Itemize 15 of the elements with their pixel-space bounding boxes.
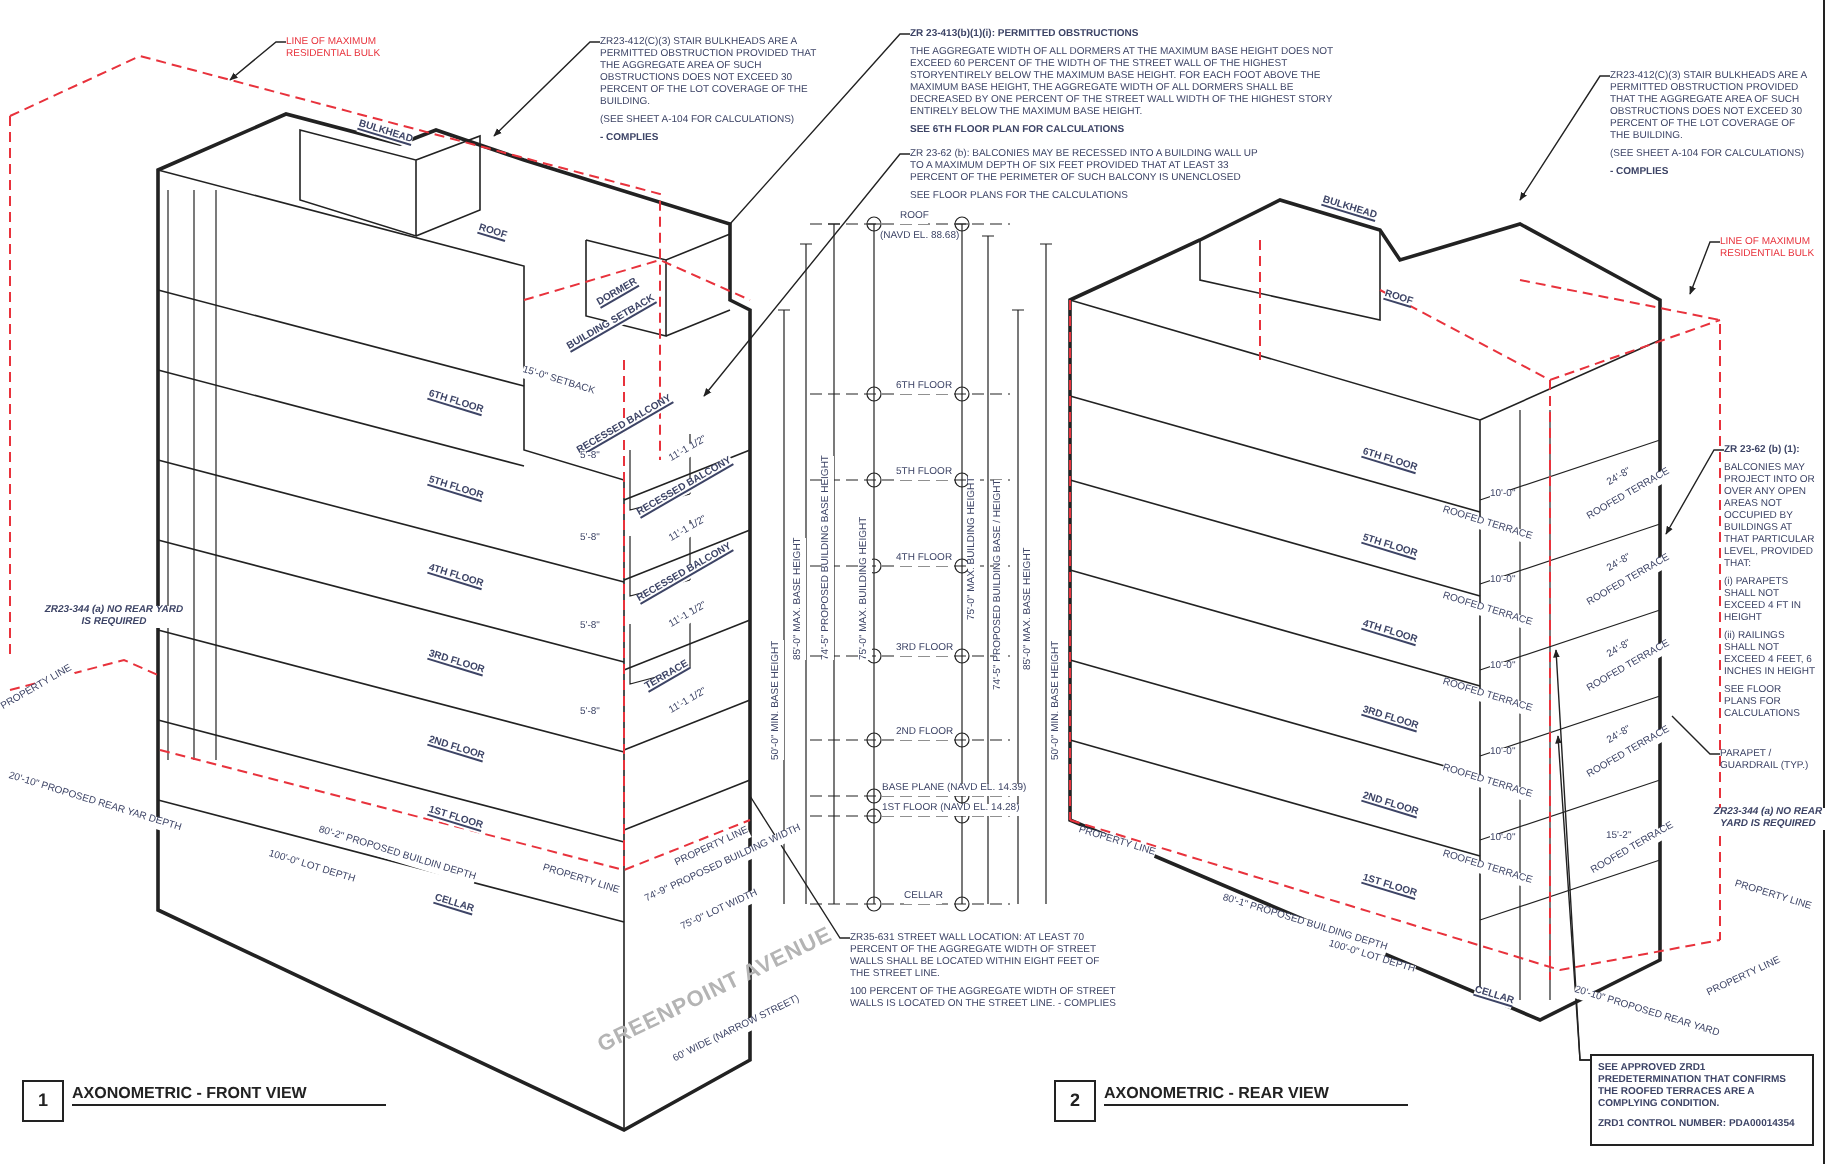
view-number: 2	[1054, 1080, 1096, 1122]
view-title: AXONOMETRIC - REAR VIEW	[1104, 1086, 1409, 1106]
view-title: AXONOMETRIC - FRONT VIEW	[72, 1086, 387, 1106]
leader-line	[1665, 449, 1725, 535]
leader-line	[729, 33, 911, 225]
leader-line	[703, 153, 911, 397]
leader-line	[1519, 75, 1611, 201]
leader-line	[1689, 241, 1721, 295]
leader-line	[749, 795, 851, 939]
leader-line	[493, 41, 601, 137]
leader-line	[229, 41, 287, 81]
leader-line	[1671, 715, 1721, 755]
leader-line	[1555, 735, 1591, 1061]
view-number: 1	[22, 1080, 64, 1122]
note-box	[1590, 1054, 1814, 1146]
